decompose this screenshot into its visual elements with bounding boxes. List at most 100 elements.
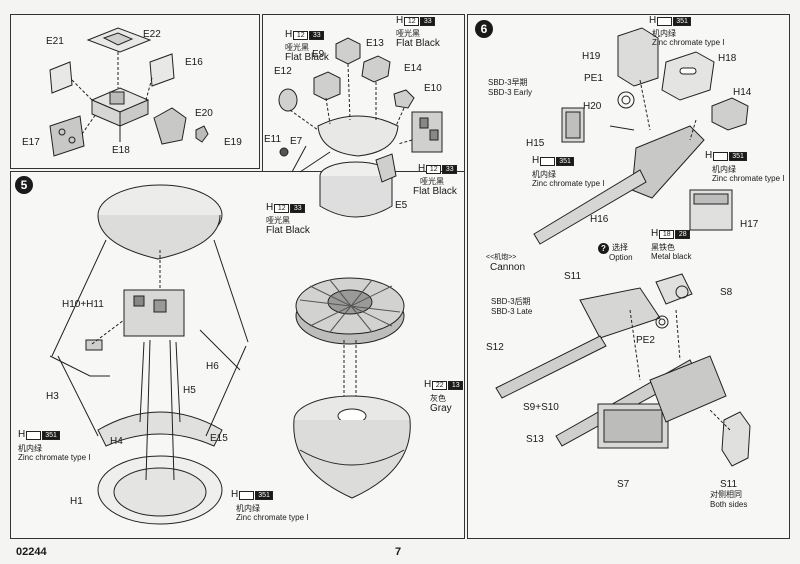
label-e17: E17 bbox=[22, 137, 40, 148]
label-s13: S13 bbox=[526, 434, 544, 445]
label-s12: S12 bbox=[486, 342, 504, 353]
option-icon: ? bbox=[598, 243, 609, 254]
paint-code-b: 351 bbox=[729, 151, 747, 161]
paint-callout-1: H 12 33 bbox=[285, 29, 325, 40]
label-e5: E5 bbox=[395, 200, 408, 211]
paint-cn-3: 哑光黑 bbox=[420, 177, 444, 186]
label-h19: H19 bbox=[582, 51, 601, 62]
label-s11-top: S11 bbox=[564, 271, 582, 282]
paint-h: H bbox=[418, 163, 426, 174]
sbd3-late-cn: SBD-3后期 bbox=[491, 297, 531, 306]
page-number: 7 bbox=[395, 546, 402, 558]
both-sides-en: Both sides bbox=[710, 500, 748, 509]
label-e9: E9 bbox=[312, 49, 325, 60]
cannon-en: Cannon bbox=[490, 262, 526, 273]
paint-cn-gray: 灰色 bbox=[430, 394, 446, 403]
label-e20: E20 bbox=[195, 108, 213, 119]
label-h1: H1 bbox=[70, 496, 83, 507]
paint-code-a bbox=[26, 430, 42, 440]
paint-cn-zinc-h15: 机内绿 bbox=[532, 170, 556, 179]
paint-en-3: Flat Black bbox=[413, 186, 457, 197]
label-h10-h11: H10+H11 bbox=[62, 299, 104, 310]
paint-h: H bbox=[651, 228, 659, 239]
label-h6: H6 bbox=[206, 361, 219, 372]
paint-callout-zinc-left: H 351 bbox=[18, 430, 60, 440]
paint-code-b: 28 bbox=[675, 229, 691, 239]
label-h15: H15 bbox=[526, 138, 545, 149]
label-e12: E12 bbox=[274, 66, 292, 77]
step-number-6: 6 bbox=[475, 20, 493, 38]
paint-code-a bbox=[713, 151, 729, 161]
label-h16: H16 bbox=[590, 214, 609, 225]
label-h17: H17 bbox=[740, 219, 759, 230]
paint-h: H bbox=[649, 15, 657, 26]
paint-callout-gray: H 22 13 bbox=[424, 379, 464, 390]
paint-en-zinc-right: Zinc chromate type I bbox=[712, 174, 785, 183]
engine-mount-art bbox=[279, 38, 442, 217]
paint-code-a: 12 bbox=[274, 203, 290, 213]
paint-cn-zinc-left: 机内绿 bbox=[18, 444, 42, 453]
option-en: Option bbox=[609, 253, 633, 262]
paint-code-a: 22 bbox=[432, 380, 448, 390]
label-e11: E11 bbox=[264, 134, 282, 145]
paint-code-a bbox=[239, 490, 255, 500]
sbd3-early-en: SBD-3 Early bbox=[488, 88, 533, 97]
paint-code-b: 33 bbox=[290, 203, 306, 213]
paint-h: H bbox=[285, 29, 293, 40]
paint-callout-2: H 12 33 bbox=[396, 15, 436, 26]
label-e7: E7 bbox=[290, 136, 303, 147]
sbd3-late-en: SBD-3 Late bbox=[491, 307, 533, 316]
both-sides-cn: 对侧相同 bbox=[710, 490, 742, 499]
paint-code-b: 13 bbox=[448, 380, 464, 390]
paint-en-zinc-left: Zinc chromate type I bbox=[18, 453, 91, 462]
paint-h: H bbox=[231, 489, 239, 500]
paint-code-b: 351 bbox=[673, 16, 691, 26]
paint-code-b: 351 bbox=[42, 430, 60, 440]
paint-cn-2: 哑光黑 bbox=[396, 29, 420, 38]
label-e16: E16 bbox=[185, 57, 203, 68]
label-pe2: PE2 bbox=[636, 335, 655, 346]
paint-en-zinc-h15: Zinc chromate type I bbox=[532, 179, 605, 188]
paint-en-zinc-bottom: Zinc chromate type I bbox=[236, 513, 309, 522]
label-s11-bottom: S11 bbox=[720, 479, 738, 490]
paint-cn-4: 哑光黑 bbox=[266, 216, 290, 225]
paint-en-gray: Gray bbox=[430, 403, 452, 414]
step6-guns-art bbox=[496, 28, 750, 466]
paint-code-a bbox=[540, 156, 556, 166]
label-h5: H5 bbox=[183, 385, 196, 396]
sbd3-early-cn: SBD-3早期 bbox=[488, 78, 528, 87]
paint-h: H bbox=[18, 429, 26, 440]
e-part-box-art bbox=[50, 28, 208, 156]
paint-en-1: Flat Black bbox=[285, 52, 329, 63]
label-s7: S7 bbox=[617, 479, 630, 490]
paint-code-b: 33 bbox=[309, 30, 325, 40]
paint-callout-metal-black: H 18 28 bbox=[651, 228, 691, 239]
label-pe1: PE1 bbox=[584, 73, 603, 84]
paint-en-4: Flat Black bbox=[266, 225, 310, 236]
paint-callout-4: H 12 33 bbox=[266, 203, 306, 213]
paint-callout-zinc-top: H 351 bbox=[649, 16, 691, 26]
label-e14: E14 bbox=[404, 63, 422, 74]
label-e10: E10 bbox=[424, 83, 442, 94]
paint-cn-zinc-bottom: 机内绿 bbox=[236, 504, 260, 513]
paint-h: H bbox=[424, 379, 432, 390]
label-e22: E22 bbox=[143, 29, 161, 40]
label-e18: E18 bbox=[112, 145, 130, 156]
step-number-5: 5 bbox=[15, 176, 33, 194]
paint-code-b: 33 bbox=[420, 16, 436, 26]
label-s8: S8 bbox=[720, 287, 733, 298]
paint-code-b: 33 bbox=[442, 164, 458, 174]
label-e19: E19 bbox=[224, 137, 242, 148]
paint-h: H bbox=[396, 15, 404, 26]
label-h14: H14 bbox=[733, 87, 752, 98]
paint-code-b: 351 bbox=[255, 490, 273, 500]
cannon-cn: <<机炮>> bbox=[486, 254, 517, 261]
label-h3: H3 bbox=[46, 391, 59, 402]
panel-step-5 bbox=[10, 171, 465, 539]
paint-code-a: 12 bbox=[404, 16, 420, 26]
paint-en-2: Flat Black bbox=[396, 38, 440, 49]
paint-code-a bbox=[657, 16, 673, 26]
label-h18: H18 bbox=[718, 53, 737, 64]
